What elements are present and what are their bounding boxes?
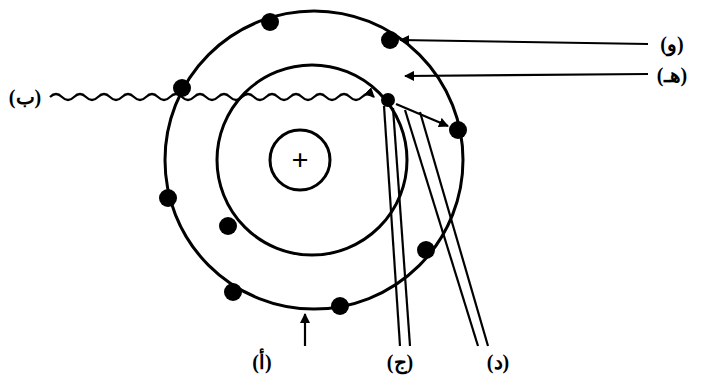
callout-letter: (هـ): [655, 64, 689, 86]
nucleus-circle: +: [268, 128, 332, 192]
callout-letter: (أ): [250, 351, 273, 373]
leader-lines: [50, 40, 648, 346]
callout-letter: (و): [658, 33, 685, 55]
callout-letter: (ب): [7, 86, 43, 108]
callout-letter: (ج): [385, 351, 415, 373]
nucleus-charge: +: [268, 128, 332, 192]
callout-letter: (د): [485, 351, 511, 373]
outer-shell: [165, 11, 463, 309]
